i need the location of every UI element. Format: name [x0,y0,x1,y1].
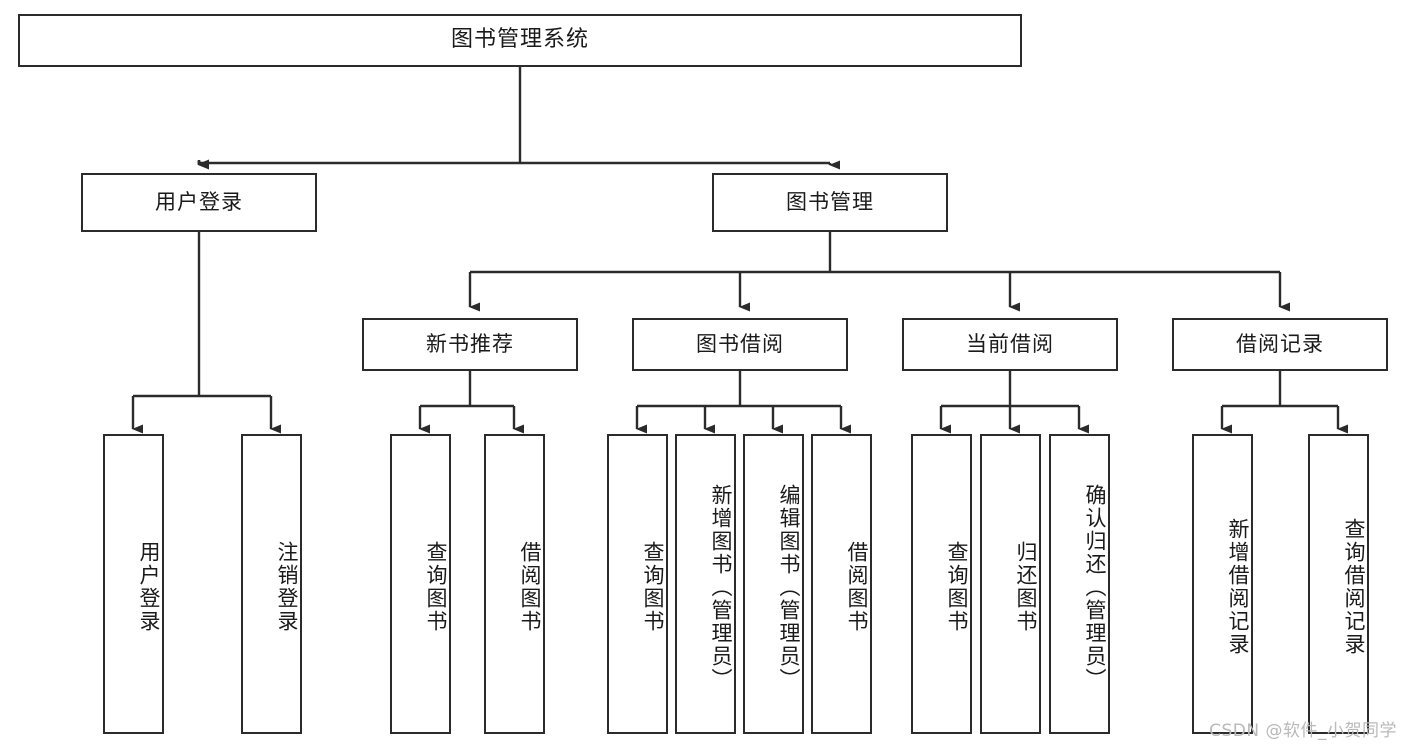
node-label: 图书管理 [786,189,874,214]
node-current-borrow[interactable]: 当前借阅 [902,318,1118,371]
node-label: 借阅图书 [518,541,542,633]
leaf-add-book-admin[interactable]: 新增图书（管理员） [675,434,736,734]
node-label: 图书借阅 [696,331,784,356]
node-label: 归还图书 [1014,541,1038,633]
node-label: 新书推荐 [426,331,514,356]
leaf-logout[interactable]: 注销登录 [241,434,302,734]
node-label: 查询图书 [424,541,448,633]
node-book-borrow[interactable]: 图书借阅 [632,318,848,371]
node-label: 当前借阅 [966,331,1054,356]
leaf-query-book-current[interactable]: 查询图书 [911,434,972,734]
leaf-add-borrow-record[interactable]: 新增借阅记录 [1192,434,1253,734]
node-label: 编辑图书（管理员） [777,483,801,691]
leaf-borrow-book-recommend[interactable]: 借阅图书 [484,434,545,734]
node-label: 新增图书（管理员） [709,483,733,691]
leaf-borrow-book[interactable]: 借阅图书 [811,434,872,734]
node-label: 新增借阅记录 [1226,518,1250,656]
watermark-text: CSDN @软件_小贺同学 [1209,721,1397,741]
leaf-return-book[interactable]: 归还图书 [980,434,1041,734]
leaf-user-login[interactable]: 用户登录 [103,434,164,734]
node-label: 图书管理系统 [450,27,589,53]
leaf-confirm-return-admin[interactable]: 确认归还（管理员） [1049,434,1110,734]
node-label: 借阅图书 [845,541,869,633]
node-borrow-record[interactable]: 借阅记录 [1172,318,1388,371]
node-new-book-recommend[interactable]: 新书推荐 [362,318,578,371]
node-label: 查询图书 [945,541,969,633]
node-label: 确认归还（管理员） [1083,483,1107,691]
node-root-book-management-system[interactable]: 图书管理系统 [18,14,1022,67]
node-label: 查询图书 [641,541,665,633]
node-label: 用户登录 [155,189,243,214]
leaf-query-borrow-record[interactable]: 查询借阅记录 [1308,434,1369,734]
node-label: 注销登录 [275,541,299,633]
node-user-login[interactable]: 用户登录 [81,173,317,232]
node-label: 用户登录 [137,541,161,633]
leaf-query-book-borrow[interactable]: 查询图书 [607,434,668,734]
node-label: 查询借阅记录 [1342,518,1366,656]
node-label: 借阅记录 [1236,331,1324,356]
leaf-edit-book-admin[interactable]: 编辑图书（管理员） [743,434,804,734]
leaf-query-book-recommend[interactable]: 查询图书 [390,434,451,734]
node-book-management[interactable]: 图书管理 [712,173,948,232]
